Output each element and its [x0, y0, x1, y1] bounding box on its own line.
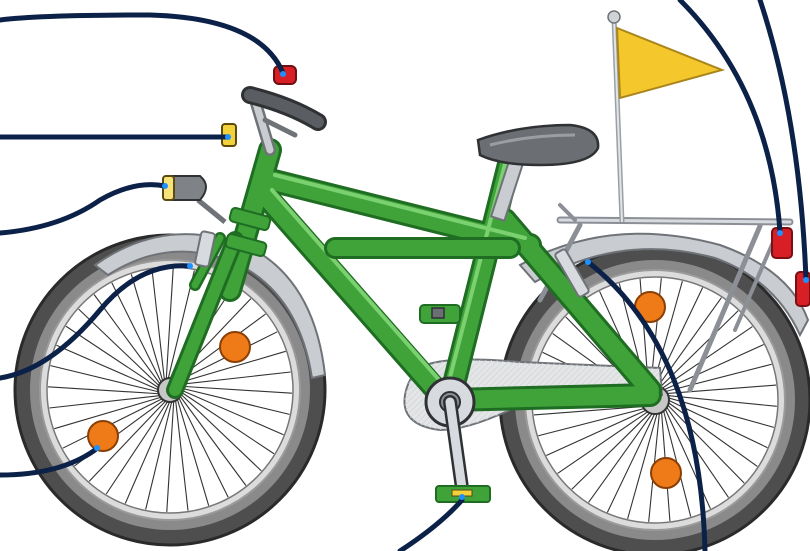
leader-line-tail-light	[680, 0, 780, 232]
reflector-icon	[220, 332, 250, 362]
headlight	[163, 176, 225, 222]
leader-line-pedal-reflector	[400, 500, 462, 551]
reflector-icon	[88, 421, 118, 451]
safety-flag	[608, 11, 722, 222]
flag-icon	[617, 28, 722, 98]
reflector-icon	[651, 458, 681, 488]
leader-line-bell	[0, 15, 283, 73]
handlebar	[250, 95, 318, 150]
leader-line-headlight	[0, 185, 165, 233]
headlight-icon	[172, 176, 206, 200]
